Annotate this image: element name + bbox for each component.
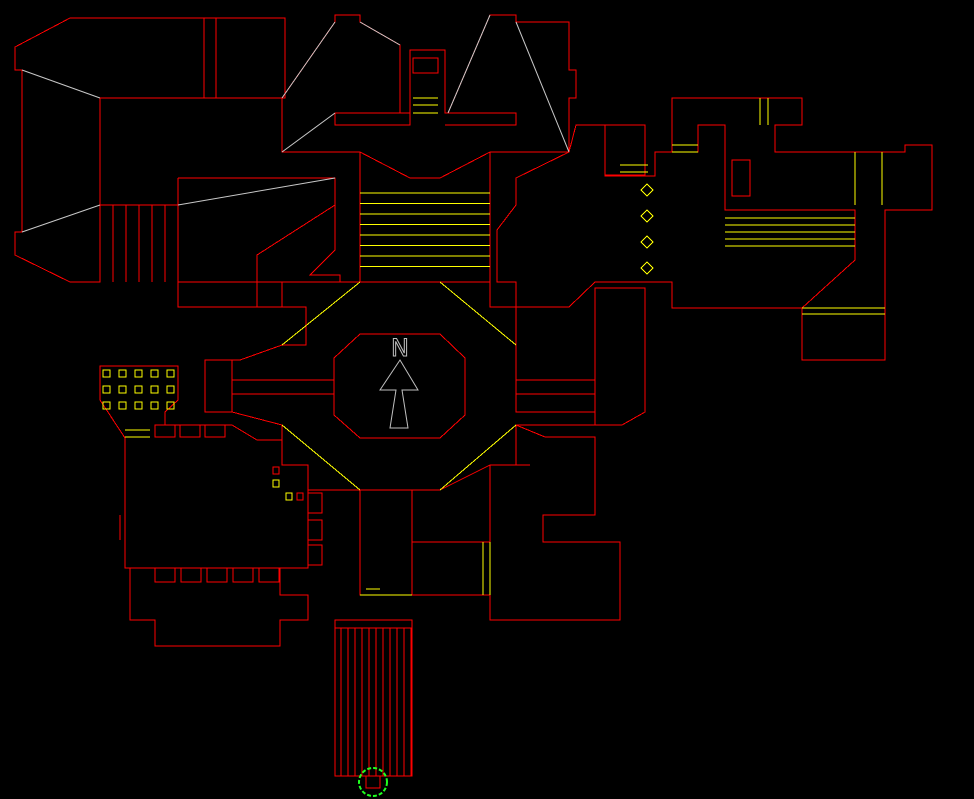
map-player-start [365,775,381,789]
map-button-block [118,385,127,394]
map-wall [334,112,411,126]
map-wall [445,112,517,126]
map-pillar [258,567,280,583]
map-button-block [150,401,159,410]
map-stairway [359,152,491,283]
map-button-block [150,369,159,378]
map-step [281,424,361,491]
map-pillar [412,57,439,74]
map-step [439,424,517,491]
map-pillar [731,159,751,197]
player-marker-circle [358,767,388,797]
map-pillar [604,124,646,176]
secret-lines [21,14,570,233]
map-wall [359,490,412,596]
map-button-block [150,385,159,394]
north-arrow-emblem: N [379,334,419,429]
map-pillar [307,492,323,514]
map-button-block [102,369,111,378]
map-button-block [118,369,127,378]
map-wall [496,151,886,361]
map-secret-line [359,21,401,46]
step-lines [102,97,885,596]
map-pillar [179,424,201,438]
map-pillar [204,424,226,438]
map-button-block [102,385,111,394]
map-pillar [154,424,176,438]
map-wall [411,464,530,543]
map-room-northwest [14,17,286,283]
map-east-wing [568,97,933,309]
map-secret-line [177,177,336,206]
map-button-block [134,369,143,378]
north-letter: N [391,334,409,362]
map-diamond-marker [640,209,654,223]
map-button-block [166,385,175,394]
map-button-block [166,401,175,410]
map-pillar [154,567,176,583]
map-diamond-marker [640,235,654,249]
map-step [439,281,517,346]
map-button-block [102,401,111,410]
map-secret-line [21,204,101,233]
map-room-north [281,14,577,179]
map-wall [256,204,336,307]
map-secret-line [21,69,101,99]
player-marker-icon [358,767,388,797]
map-pillar [180,567,202,583]
map-key-marker [285,492,293,501]
map-pillar [272,466,280,475]
map-emblem-arrow [379,359,419,429]
map-room-west-wing [178,177,341,283]
map-secret-line [281,112,336,153]
map-pillar [307,544,323,566]
map-secret-line [281,21,336,99]
map-button-block [134,401,143,410]
map-room-west [99,365,309,647]
map-secret-line [515,21,570,153]
map-pillar [206,567,228,583]
map-south-hall [334,619,413,777]
map-button-block [166,369,175,378]
map-button-block [118,401,127,410]
map-wall [177,178,282,308]
map-diamond-marker [640,261,654,275]
map-pillar [232,567,254,583]
map-hub [204,281,596,491]
map-button-block [134,385,143,394]
map-room-east [594,287,646,426]
map-octagon [333,333,466,439]
map-pillar [296,492,304,501]
map-pillar [307,519,323,541]
map-secret-line [447,14,491,114]
map-key-marker [272,479,280,488]
map-step [281,281,361,346]
map-room-southeast [411,424,621,621]
map-diamond-marker [640,183,654,197]
